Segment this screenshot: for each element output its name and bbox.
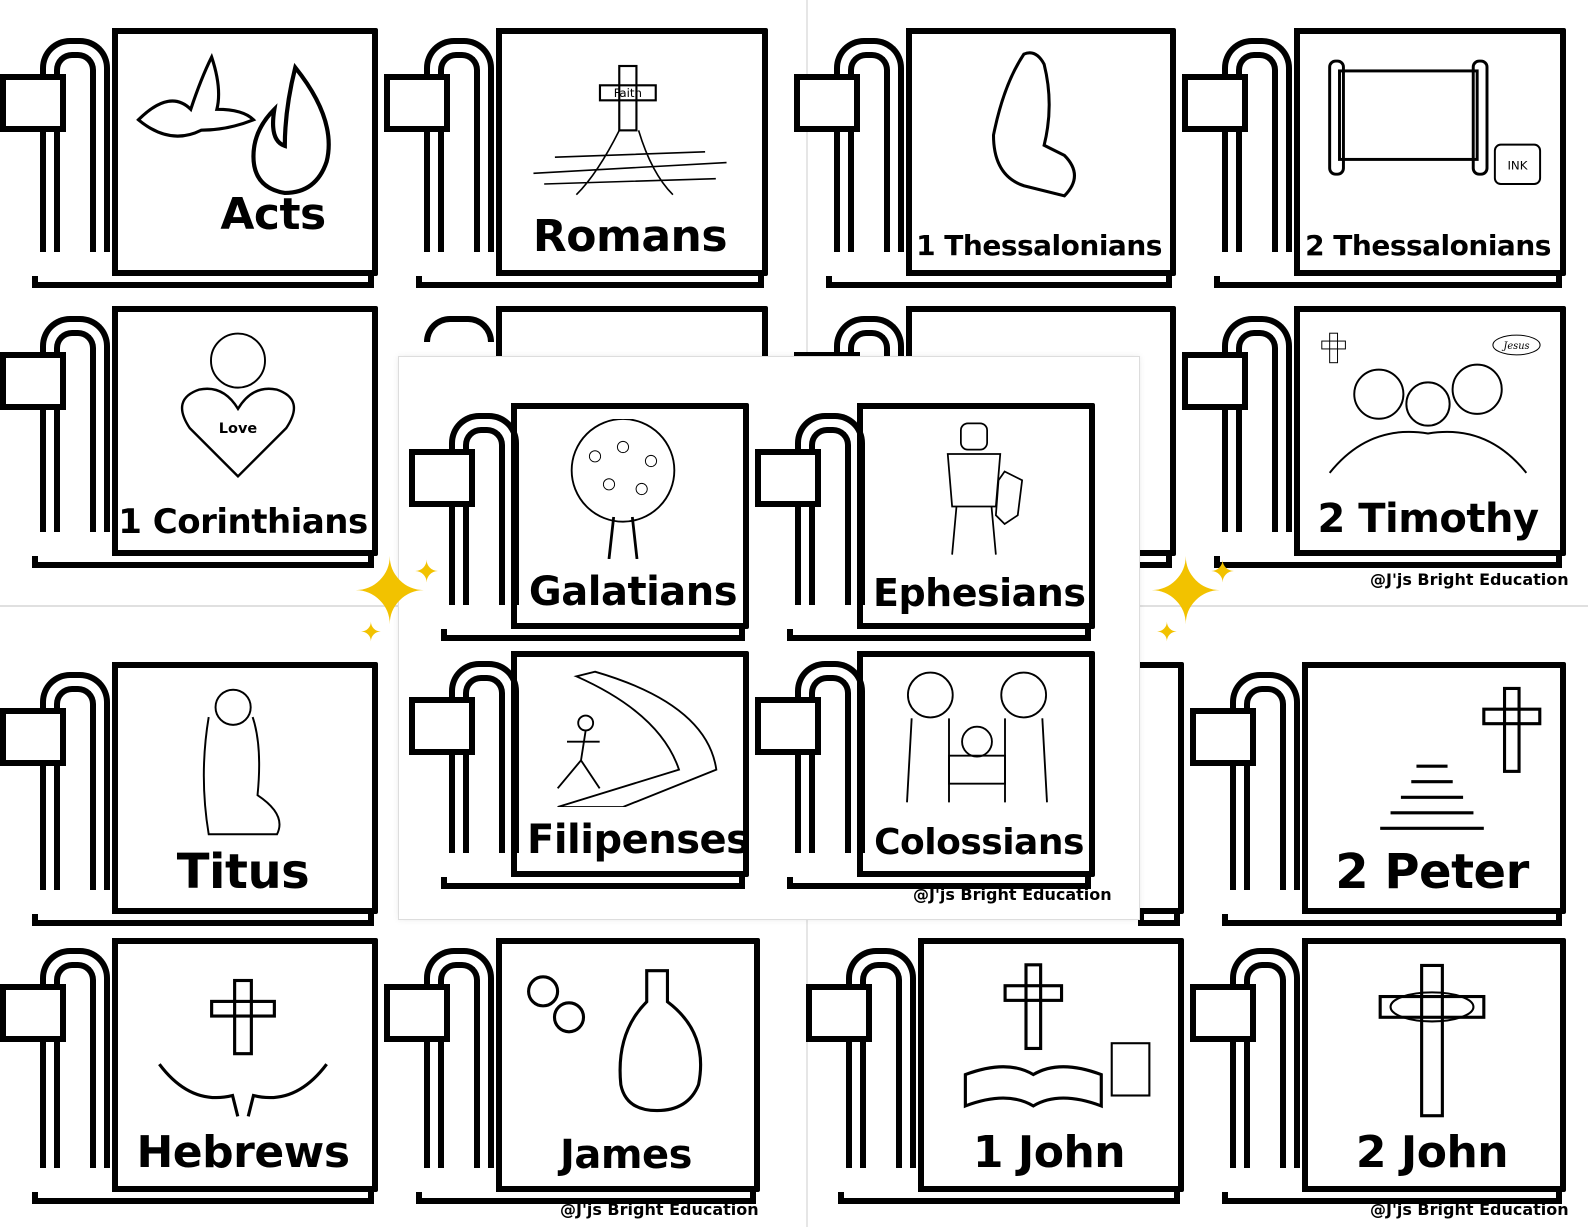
card-title: Acts — [220, 189, 326, 240]
card-filipenses: Filipenses — [409, 651, 750, 889]
bible-cross-candle-illustration — [934, 954, 1164, 1122]
credit-bottom-left: @J'js Bright Education — [560, 1200, 759, 1219]
sparkle-icon: ✦ — [360, 618, 382, 648]
card-title: Galatians — [528, 569, 738, 615]
runner-road-illustration — [517, 667, 729, 808]
card-title: Ephesians — [873, 571, 1086, 615]
card-hebrews: Hebrews — [0, 938, 378, 1204]
card-2-peter: 2 Peter — [1190, 662, 1566, 926]
ink-text: INK — [1507, 158, 1527, 172]
card-1-corinthians: Love 1 Corinthians — [0, 306, 378, 568]
wooden-cross-illustration — [1318, 954, 1546, 1122]
armored-knight-illustration — [913, 419, 1035, 559]
card-title: Colossians — [874, 822, 1084, 863]
family-baby-illustration — [879, 667, 1075, 807]
card-acts: Acts — [0, 28, 378, 288]
card-james: James — [384, 938, 760, 1204]
card-titus: Titus — [0, 662, 378, 926]
card-2-thessalonians: INK 2 Thessalonians — [1182, 28, 1566, 288]
praying-hands-icon — [952, 44, 1116, 206]
card-colossians: Colossians — [755, 651, 1095, 889]
fruit-tree-illustration — [517, 418, 729, 560]
card-title: Romans — [532, 211, 728, 262]
card-title: 2 Timothy — [1317, 496, 1539, 542]
sparkle-icon: ✦ — [1156, 618, 1178, 648]
child-heart-illustration: Love — [158, 322, 318, 486]
stairs-heaven-illustration — [1318, 678, 1546, 844]
card-title: 1 Corinthians — [118, 502, 368, 542]
sparkle-icon: ✦ — [1148, 540, 1224, 645]
sparkle-icon: ✦ — [1210, 555, 1236, 590]
card-title: Filipenses — [527, 817, 750, 863]
cross-hands-illustration — [128, 954, 358, 1122]
credit-center: @J'js Bright Education — [913, 885, 1112, 904]
card-2-john: 2 John — [1190, 938, 1566, 1204]
card-title: 2 John — [1355, 1127, 1509, 1178]
dove-fire-illustration — [128, 44, 358, 206]
card-title: 1 John — [972, 1127, 1126, 1178]
card-title: 2 Thessalonians — [1305, 229, 1551, 262]
card-ephesians: Ephesians — [755, 403, 1095, 641]
credit-bottom-right: @J'js Bright Education — [1370, 1200, 1569, 1219]
jesus-text: Jesus — [1501, 341, 1529, 352]
scroll-ink-illustration: INK — [1310, 44, 1546, 206]
card-romans: Faith Romans — [384, 28, 768, 288]
card-partially-hidden-right — [1134, 662, 1184, 926]
card-2-timothy: Jesus 2 Timothy — [1182, 306, 1566, 568]
card-title: Hebrews — [136, 1127, 350, 1178]
credit-top-right: @J'js Bright Education — [1370, 570, 1569, 589]
faith-text: Faith — [614, 86, 642, 100]
praying-family-illustration: Jesus — [1310, 322, 1546, 486]
card-title: Titus — [176, 844, 310, 900]
kneeling-woman-illustration — [168, 678, 308, 844]
card-1-thessalonians: 1 Thessalonians — [794, 28, 1176, 288]
olive-oil-illustration — [512, 954, 740, 1122]
sparkle-icon: ✦ — [352, 540, 428, 645]
card-title: 1 Thessalonians — [916, 229, 1162, 262]
love-text: Love — [219, 421, 258, 437]
card-1-john: 1 John — [806, 938, 1184, 1204]
card-galatians: Galatians — [409, 403, 749, 641]
center-sheet: Galatians Ephesians Filipenses Colossian… — [398, 356, 1140, 920]
sparkle-icon: ✦ — [414, 555, 440, 590]
cross-path-illustration: Faith — [512, 44, 748, 206]
card-title: James — [560, 1132, 693, 1178]
card-title: 2 Peter — [1335, 844, 1529, 900]
